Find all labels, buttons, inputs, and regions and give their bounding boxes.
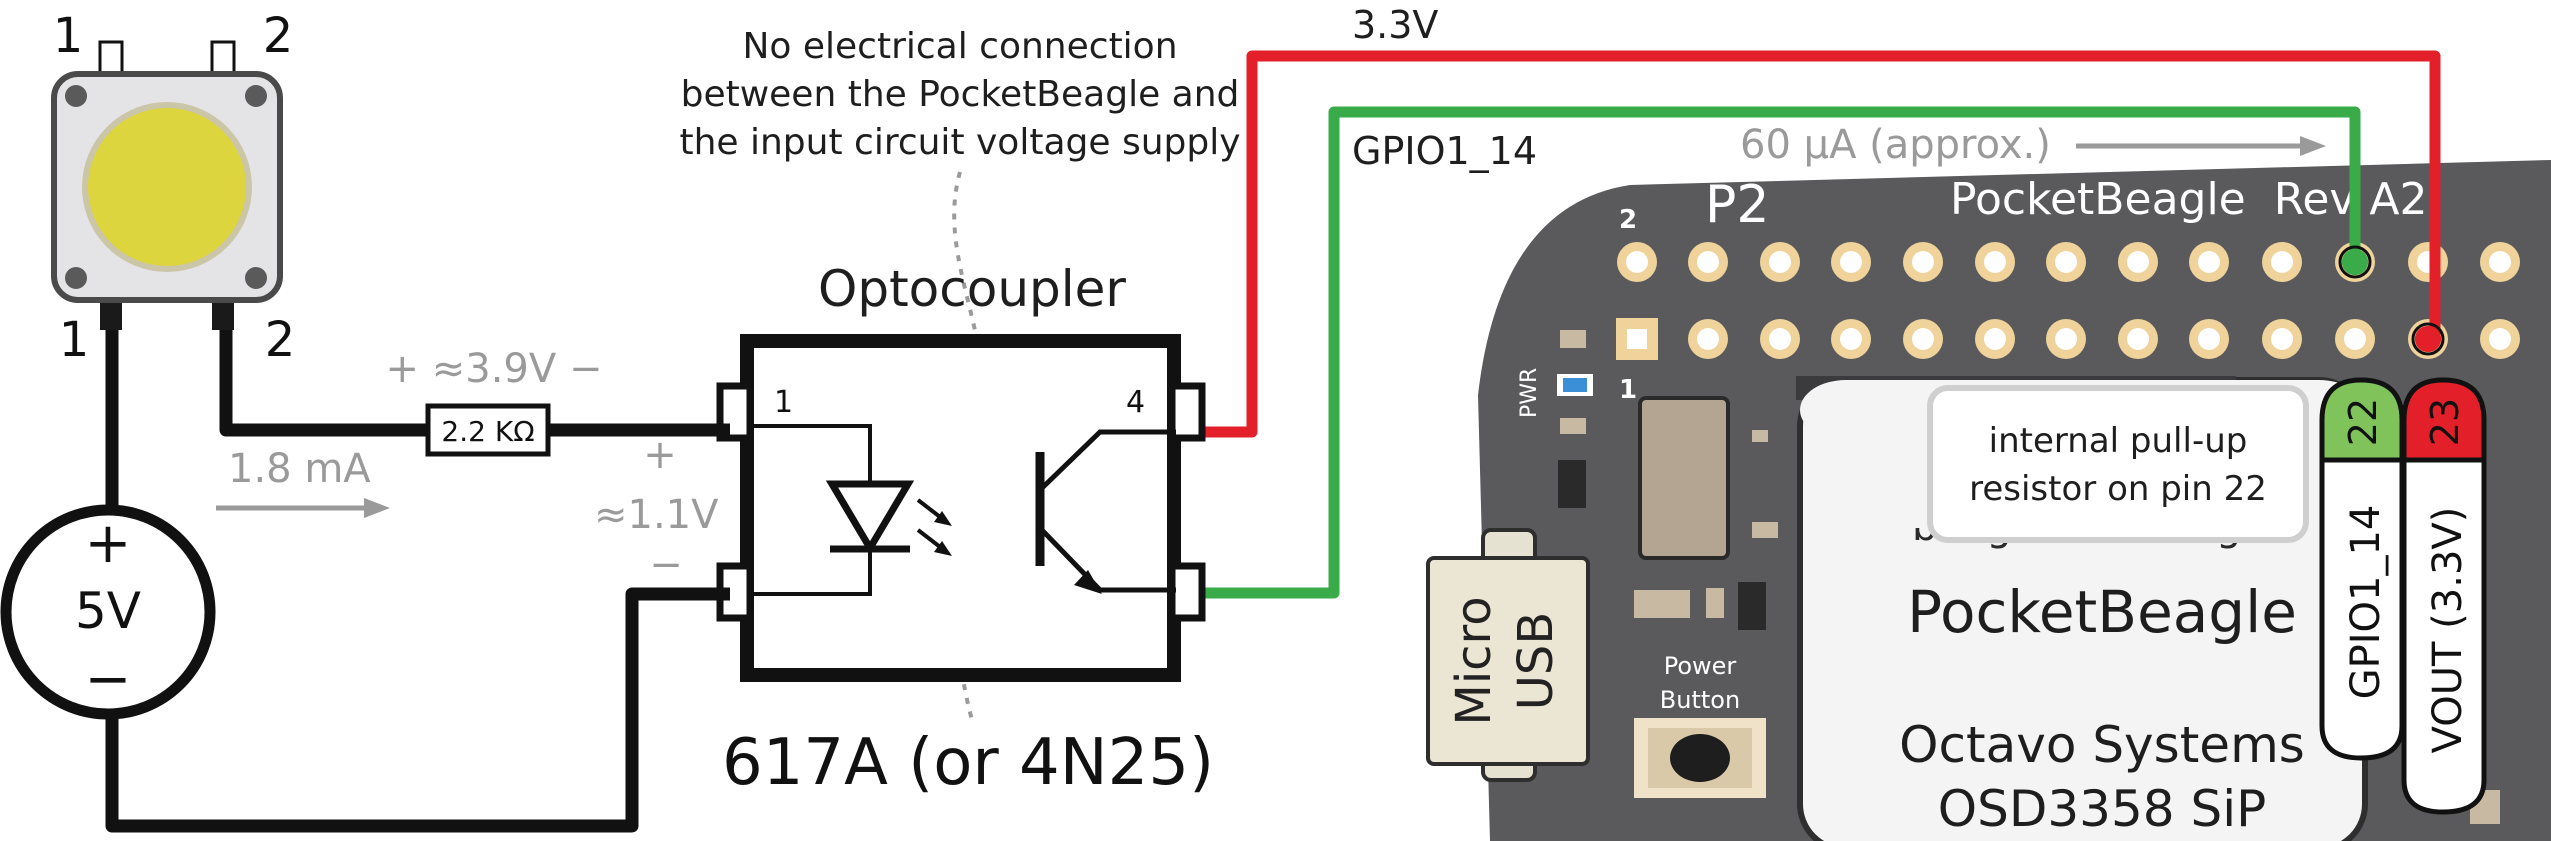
phototransistor-emitter-arrow <box>1074 570 1102 594</box>
wire-switch-to-resistor <box>219 318 430 437</box>
voltage-supply: + 5V − <box>0 504 216 720</box>
phototransistor-emitter <box>1038 526 1176 593</box>
pushbutton-cap <box>82 102 252 272</box>
input-current-label: 1.8 mA <box>228 446 371 492</box>
supply-minus: − <box>85 647 132 712</box>
usb-label-micro: Micro <box>1446 596 1502 725</box>
wire-supply-return <box>105 587 730 833</box>
led-diode-symbol <box>825 480 915 555</box>
pushbutton: 1 2 1 2 <box>51 8 296 368</box>
led-drop-plus: + <box>643 432 677 478</box>
led-light-arrows <box>916 498 952 556</box>
red-wire-label: 3.3V <box>1352 3 1438 47</box>
pwr-label: PWR <box>1517 368 1542 418</box>
smd-components <box>1557 330 1778 630</box>
micro-usb-connector: Micro USB <box>1426 528 1590 782</box>
power-button-label-1: Power <box>1664 652 1737 680</box>
red-wire-end <box>2415 326 2441 352</box>
note-line-2: between the PocketBeagle and <box>681 74 1240 115</box>
output-current-label: 60 µA (approx.) <box>1740 122 2051 168</box>
callout-line-1: internal pull-up <box>1989 421 2248 461</box>
resistor-drop: + ≈3.9V − <box>386 346 603 392</box>
callout-line-2: resistor on pin 22 <box>1969 469 2267 509</box>
red-wire-3v3 <box>1180 50 2441 438</box>
optocoupler-pin-4: 4 <box>1126 385 1145 420</box>
phototransistor-collector <box>1038 429 1176 492</box>
p2-pin-2-label: 2 <box>1619 205 1637 235</box>
optocoupler-part: 617A (or 4N25) <box>722 726 1214 800</box>
supply-value: 5V <box>75 582 141 640</box>
board-rev-label: PocketBeagle Rev A2 <box>1950 174 2428 225</box>
button-pin-1-bottom: 1 <box>59 312 90 368</box>
optocoupler-body <box>740 334 1181 682</box>
chip-part: OSD3358 SiP <box>1938 780 2267 838</box>
power-button-label-2: Button <box>1660 686 1740 714</box>
green-wire-end <box>2342 249 2368 275</box>
supply-plus: + <box>85 511 132 576</box>
p2-header-label: P2 <box>1705 175 1769 235</box>
header-row-top <box>1617 242 2520 282</box>
green-wire-label: GPIO1_14 <box>1352 129 1537 173</box>
button-pin-2-bottom: 2 <box>265 312 296 368</box>
chip-name: PocketBeagle <box>1907 578 2297 646</box>
pullup-callout: internal pull-up resistor on pin 22 <box>1927 385 2309 543</box>
p2-pin-1-label: 1 <box>1619 375 1637 405</box>
green-wire-gpio <box>1180 106 2361 599</box>
pin-22-tag: 22 GPIO1_14 <box>2319 377 2405 761</box>
usb-label-usb: USB <box>1508 612 1564 711</box>
pin-23-tag: 23 VOUT (3.3V) <box>2401 377 2487 815</box>
output-current-arrowhead <box>2300 136 2326 156</box>
power-button: Power Button <box>1634 652 1766 798</box>
note-line-1: No electrical connection <box>742 26 1177 67</box>
pin-23-number: 23 <box>2423 398 2467 446</box>
optocoupler-title: Optocoupler <box>818 260 1126 318</box>
pin-23-name: VOUT (3.3V) <box>2425 507 2471 754</box>
note-line-3: the input circuit voltage supply <box>679 122 1240 163</box>
chip-maker: Octavo Systems <box>1899 716 2305 774</box>
pin-22-name: GPIO1_14 <box>2343 505 2389 700</box>
optocoupler-pin-1: 1 <box>774 385 793 420</box>
optocoupler: Optocoupler 1 4 617A (or 4N25) <box>716 260 1214 800</box>
resistor: 2.2 KΩ + ≈3.9V − <box>386 346 603 457</box>
supply-circle <box>0 504 216 720</box>
input-current-arrowhead <box>364 498 390 518</box>
pin-22-number: 22 <box>2341 398 2385 446</box>
led-drop-value: ≈1.1V <box>594 492 719 538</box>
resistor-value: 2.2 KΩ <box>441 415 534 448</box>
led-drop-minus: − <box>649 542 683 588</box>
button-pin-2-top: 2 <box>263 8 294 64</box>
button-pin-1-top: 1 <box>53 8 84 64</box>
